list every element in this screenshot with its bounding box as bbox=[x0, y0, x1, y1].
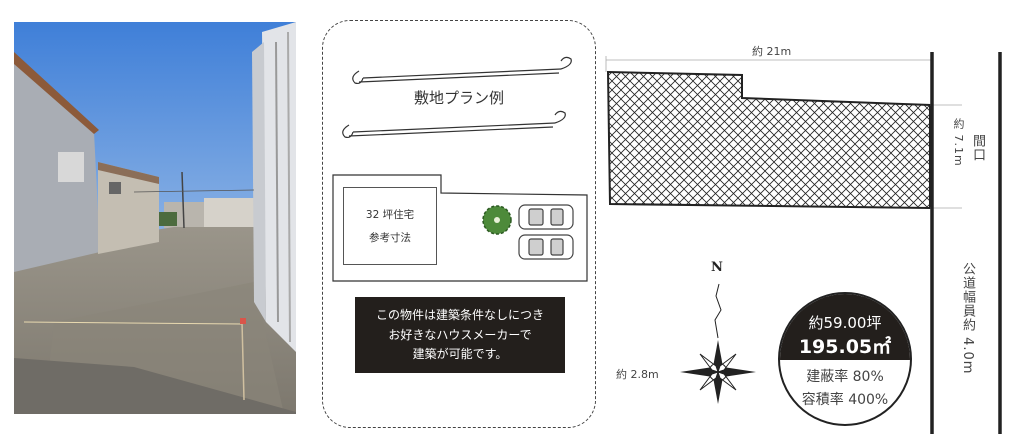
house-size-label: 32 坪住宅 bbox=[365, 209, 415, 221]
floor-area-ratio: 容積率 400% bbox=[801, 392, 889, 408]
scroll-ornament-top bbox=[352, 56, 572, 85]
scroll-ornament-bottom bbox=[342, 110, 566, 139]
area-summary-header bbox=[780, 294, 910, 360]
plan-example-panel: 敷地プラン例 32 坪住宅 参考寸法 この物件は建築条件なしにつき お好きなハウ… bbox=[322, 20, 596, 428]
frontage-value-label: 約 7.1m bbox=[952, 118, 965, 167]
plan-drawing bbox=[332, 56, 588, 282]
site-photo bbox=[14, 22, 296, 414]
lot-shape bbox=[606, 70, 931, 210]
road-width-label: 公道幅員約 4.0m bbox=[960, 262, 975, 375]
area-tsubo: 約59.00坪 bbox=[808, 314, 882, 332]
frontage-label: 間口 bbox=[970, 134, 985, 162]
car-icon bbox=[518, 204, 574, 230]
area-sqm: 195.05㎡ bbox=[798, 336, 892, 358]
compass-rose-icon bbox=[680, 283, 756, 404]
house-footprint: 32 坪住宅 参考寸法 bbox=[343, 187, 437, 265]
access-width-label: 約 2.8m bbox=[616, 368, 659, 381]
notice-line: 建築が可能です。 bbox=[412, 347, 508, 361]
notice-line: お好きなハウスメーカーで bbox=[388, 327, 532, 342]
notice-line: この物件は建築条件なしにつき bbox=[375, 308, 544, 322]
no-building-condition-notice: この物件は建築条件なしにつき お好きなハウスメーカーで 建築が可能です。 bbox=[355, 297, 565, 373]
building-coverage-ratio: 建蔽率 80% bbox=[806, 369, 884, 385]
area-summary-badge: 約59.00坪 195.05㎡ 建蔽率 80% 容積率 400% bbox=[778, 292, 912, 426]
car-icon bbox=[518, 234, 574, 260]
north-label: N bbox=[711, 260, 723, 275]
tree-icon bbox=[482, 205, 512, 235]
plan-title: 敷地プラン例 bbox=[413, 89, 504, 107]
lot-outline bbox=[332, 174, 588, 282]
house-reference-label: 参考寸法 bbox=[369, 232, 411, 244]
lot-width-label: 約 21m bbox=[752, 45, 792, 58]
